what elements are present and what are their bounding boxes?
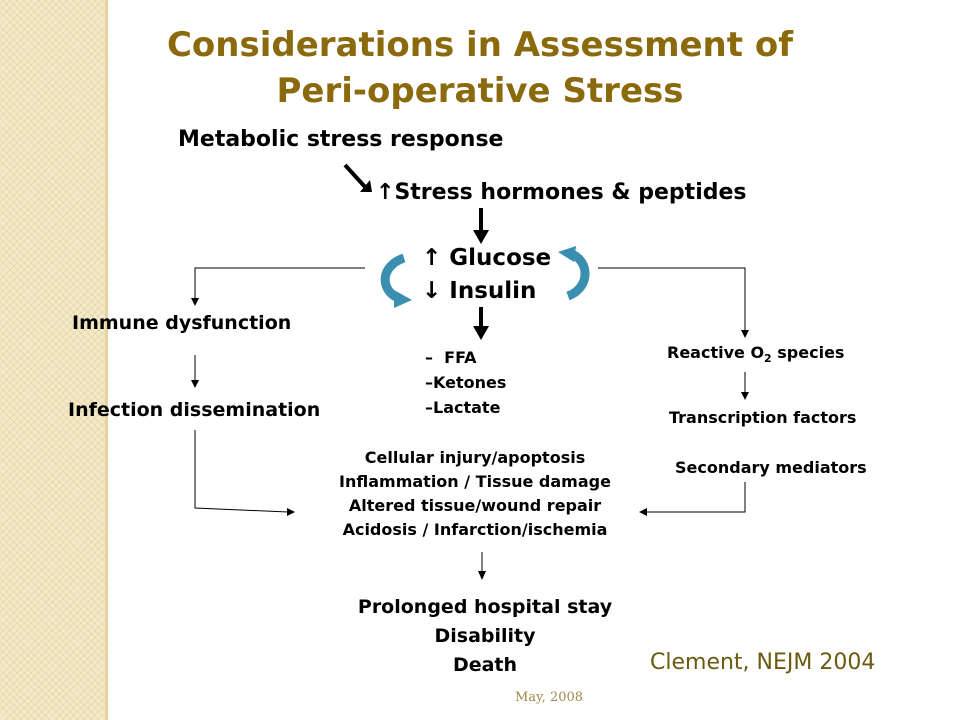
- metabolite-list: – FFA –Ketones –Lactate: [425, 345, 506, 420]
- line-secondary-to-cellular: [645, 482, 746, 513]
- up-arrow-icon: ↑: [422, 245, 442, 271]
- transcription-factors-node: Transcription factors: [669, 408, 857, 427]
- cycle-arrow-left-head-icon: [394, 290, 412, 308]
- reactive-suffix: species: [771, 343, 845, 362]
- insulin-label: Insulin: [449, 278, 537, 304]
- title-line-2: Peri-operative Stress: [276, 71, 684, 111]
- ffa-item: – FFA: [425, 345, 506, 370]
- cellular-effects-block: Cellular injury/apoptosis Inflammation /…: [300, 446, 650, 542]
- footer-date: May, 2008: [515, 690, 584, 705]
- arrow-right-to-cellular-head: [639, 508, 647, 516]
- infection-dissemination-node: Infection dissemination: [68, 399, 321, 421]
- citation: Clement, NEJM 2004: [650, 650, 876, 675]
- outcome-line-3: Death: [452, 654, 518, 676]
- reactive-prefix: Reactive O: [667, 343, 765, 362]
- immune-dysfunction-node: Immune dysfunction: [72, 312, 292, 334]
- side-band-edge: [105, 0, 108, 720]
- insulin-node: ↓ Insulin: [422, 278, 536, 304]
- ketones-item: –Ketones: [425, 370, 506, 395]
- outcome-line-1: Prolonged hospital stay: [357, 596, 613, 618]
- cellular-line-1: Cellular injury/apoptosis: [364, 448, 586, 467]
- glucose-node: ↑ Glucose: [422, 245, 551, 271]
- metabolic-stress-response: Metabolic stress response: [178, 127, 504, 152]
- cellular-line-3: Altered tissue/wound repair: [348, 496, 602, 515]
- arrow-transcription-head: [741, 392, 749, 400]
- dash-icon: –: [425, 373, 433, 392]
- outcomes-block: Prolonged hospital stay Disability Death: [320, 593, 650, 680]
- ffa-label: FFA: [444, 348, 477, 367]
- secondary-mediators-node: Secondary mediators: [675, 458, 867, 477]
- cycle-arrow-right-icon: [566, 249, 590, 301]
- dash-icon: –: [425, 348, 433, 367]
- arrow-reactive-head: [741, 330, 749, 338]
- outcome-line-2: Disability: [434, 625, 536, 647]
- title-line-1: Considerations in Assessment of: [166, 25, 793, 65]
- lactate-label: Lactate: [433, 398, 501, 417]
- slide-title: Considerations in Assessment of Peri-ope…: [130, 22, 830, 114]
- line-infection-to-cellular: [194, 430, 289, 513]
- cycle-arrow-left-icon: [380, 253, 406, 303]
- arrow-outcomes-head: [478, 571, 486, 580]
- reactive-subscript: 2: [764, 352, 772, 366]
- stress-hormones-node: ↑Stress hormones & peptides: [376, 180, 747, 205]
- down-arrow-icon: ↓: [422, 278, 442, 304]
- reactive-oxygen-species-node: Reactive O2 species: [667, 343, 844, 365]
- decorative-side-band: [0, 0, 105, 720]
- line-glucose-to-reactive: [598, 267, 746, 332]
- arrow-metabolic-to-hormones: [343, 163, 368, 190]
- arrow-metabolic-head: [360, 180, 372, 192]
- arrow-immune-head: [191, 298, 199, 306]
- arrow-insulin-head: [473, 326, 489, 340]
- ketones-label: Ketones: [433, 373, 507, 392]
- lactate-item: –Lactate: [425, 395, 506, 420]
- cellular-line-4: Acidosis / Infarction/ischemia: [342, 520, 608, 539]
- stress-hormones-label: Stress hormones & peptides: [394, 180, 747, 205]
- cycle-arrow-right-head-icon: [558, 246, 576, 262]
- arrow-left-to-cellular-head: [287, 508, 295, 516]
- dash-icon: –: [425, 398, 433, 417]
- arrow-hormones-head: [473, 230, 489, 244]
- cellular-line-2: Inflammation / Tissue damage: [339, 472, 611, 491]
- up-arrow-icon: ↑: [376, 180, 395, 205]
- arrow-infection-head: [191, 380, 199, 388]
- line-glucose-to-immune: [194, 267, 365, 300]
- glucose-label: Glucose: [449, 245, 552, 271]
